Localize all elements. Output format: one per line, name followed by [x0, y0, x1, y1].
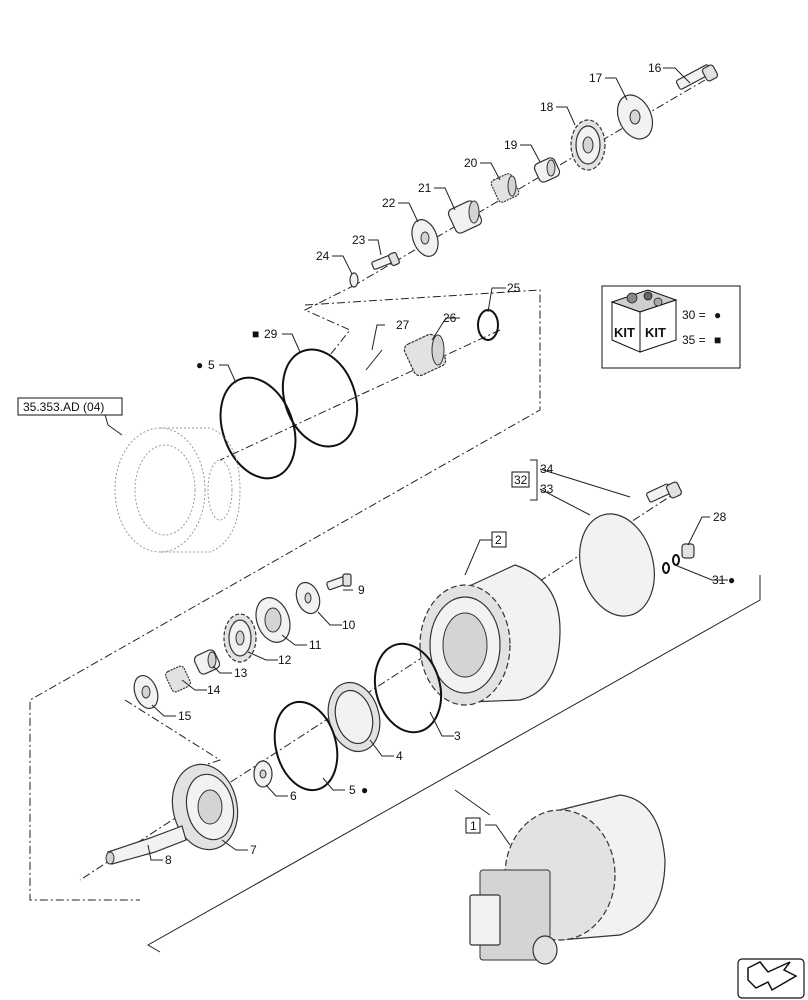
part-23-pin: [371, 251, 400, 270]
part-11-ring: [255, 597, 291, 643]
callout-23: 23: [352, 233, 366, 247]
box-2: [491, 531, 507, 548]
callout-4: 4: [396, 749, 403, 763]
callout-21: 21: [418, 181, 432, 195]
part-4-seal: [327, 681, 381, 753]
part-24-clip: [349, 272, 359, 288]
callout-labels: 16 17 18 19 20 21 22 23 24 25 26 27 ■ 29…: [17, 61, 735, 867]
callout-9: 9: [358, 583, 365, 597]
callout-8: 8: [165, 853, 172, 867]
callout-15: 15: [178, 709, 192, 723]
part-33-cover: [579, 513, 655, 617]
callout-2[interactable]: 2: [495, 533, 502, 547]
callout-1[interactable]: 1: [470, 819, 477, 833]
kit-word-left: KIT: [614, 325, 635, 340]
part-21-sleeve: [447, 200, 483, 234]
kit-marker-dot: ●: [714, 308, 721, 322]
kit-entry-35: 35 =: [682, 333, 706, 347]
callout-24: 24: [316, 249, 330, 263]
part-31-seals: [662, 554, 680, 574]
callout-20: 20: [464, 156, 478, 170]
callout-19: 19: [504, 138, 518, 152]
callout-10: 10: [342, 618, 356, 632]
callout-5-lower: 5: [349, 783, 356, 797]
part-2-housing: [419, 564, 561, 706]
callout-31: 31: [712, 573, 726, 587]
kit-word-right: KIT: [645, 325, 666, 340]
callout-22: 22: [382, 196, 396, 210]
part-6-washer: [253, 760, 273, 788]
kit-box-icon: KIT KIT: [610, 289, 678, 353]
part-28-plug: [681, 543, 695, 559]
reference-box: [17, 397, 123, 416]
callout-28: 28: [713, 510, 727, 524]
part-14-bearing: [165, 665, 191, 693]
callout-33: 33: [540, 482, 554, 496]
part-15-washer: [133, 674, 159, 710]
part-3-oring: [373, 642, 443, 734]
marker-square-29: ■: [252, 327, 259, 341]
part-29-oring: [281, 348, 359, 448]
callout-29: 29: [264, 327, 278, 341]
part-20-bearing: [490, 173, 520, 203]
callout-11: 11: [309, 638, 322, 652]
part-10-washer: [295, 581, 321, 615]
callout-14: 14: [207, 683, 221, 697]
upper-axis: [29, 79, 706, 901]
callout-26: 26: [443, 311, 457, 325]
part-7-carrier: [171, 763, 239, 851]
kit-entry-30: 30 =: [682, 308, 706, 322]
kit-legend: KIT KIT 30 = ● 35 = ■: [601, 285, 741, 369]
leader-lines: [103, 67, 728, 861]
part-1-final-drive: [469, 794, 666, 965]
part-9-bolt: [326, 573, 352, 591]
marker-dot-5a: ●: [196, 358, 203, 372]
box-1: [465, 817, 481, 834]
callout-32[interactable]: 32: [514, 473, 528, 487]
callout-13: 13: [234, 666, 248, 680]
part-25-snapring: [477, 309, 499, 341]
part-5-oring-lower: [273, 700, 339, 792]
callout-3: 3: [454, 729, 461, 743]
box-32: [511, 471, 530, 488]
navigation-arrow-icon[interactable]: [737, 958, 805, 999]
callout-12: 12: [278, 653, 292, 667]
part-13-sleeve: [193, 649, 221, 675]
frame-line: [146, 575, 761, 953]
kit-marker-square: ■: [714, 333, 721, 347]
callout-17: 17: [589, 71, 603, 85]
part-19-sleeve: [533, 157, 561, 183]
part-22-washer: [411, 219, 439, 257]
part-26-gear: [403, 333, 447, 377]
callout-27: 27: [396, 318, 410, 332]
callout-34: 34: [540, 462, 554, 476]
marker-dot-5b: ●: [361, 783, 368, 797]
callout-18: 18: [540, 100, 554, 114]
reference-link[interactable]: 35.353.AD (04): [23, 400, 104, 414]
callout-16: 16: [648, 61, 662, 75]
reference-housing: [114, 427, 241, 553]
part-5-oring-upper: [219, 376, 297, 480]
marker-dot-31: ●: [728, 573, 735, 587]
part-34-bolt: [646, 481, 683, 503]
callout-7: 7: [250, 843, 257, 857]
part-17-plate: [616, 94, 654, 140]
part-18-gear: [570, 119, 606, 171]
callout-5-upper: 5: [208, 358, 215, 372]
part-27-pin: [365, 349, 383, 371]
part-16-bolt: [675, 64, 719, 90]
part-8-shaft: [105, 825, 187, 865]
part-12-gear: [223, 613, 257, 663]
callout-6: 6: [290, 789, 297, 803]
callout-25: 25: [507, 281, 521, 295]
